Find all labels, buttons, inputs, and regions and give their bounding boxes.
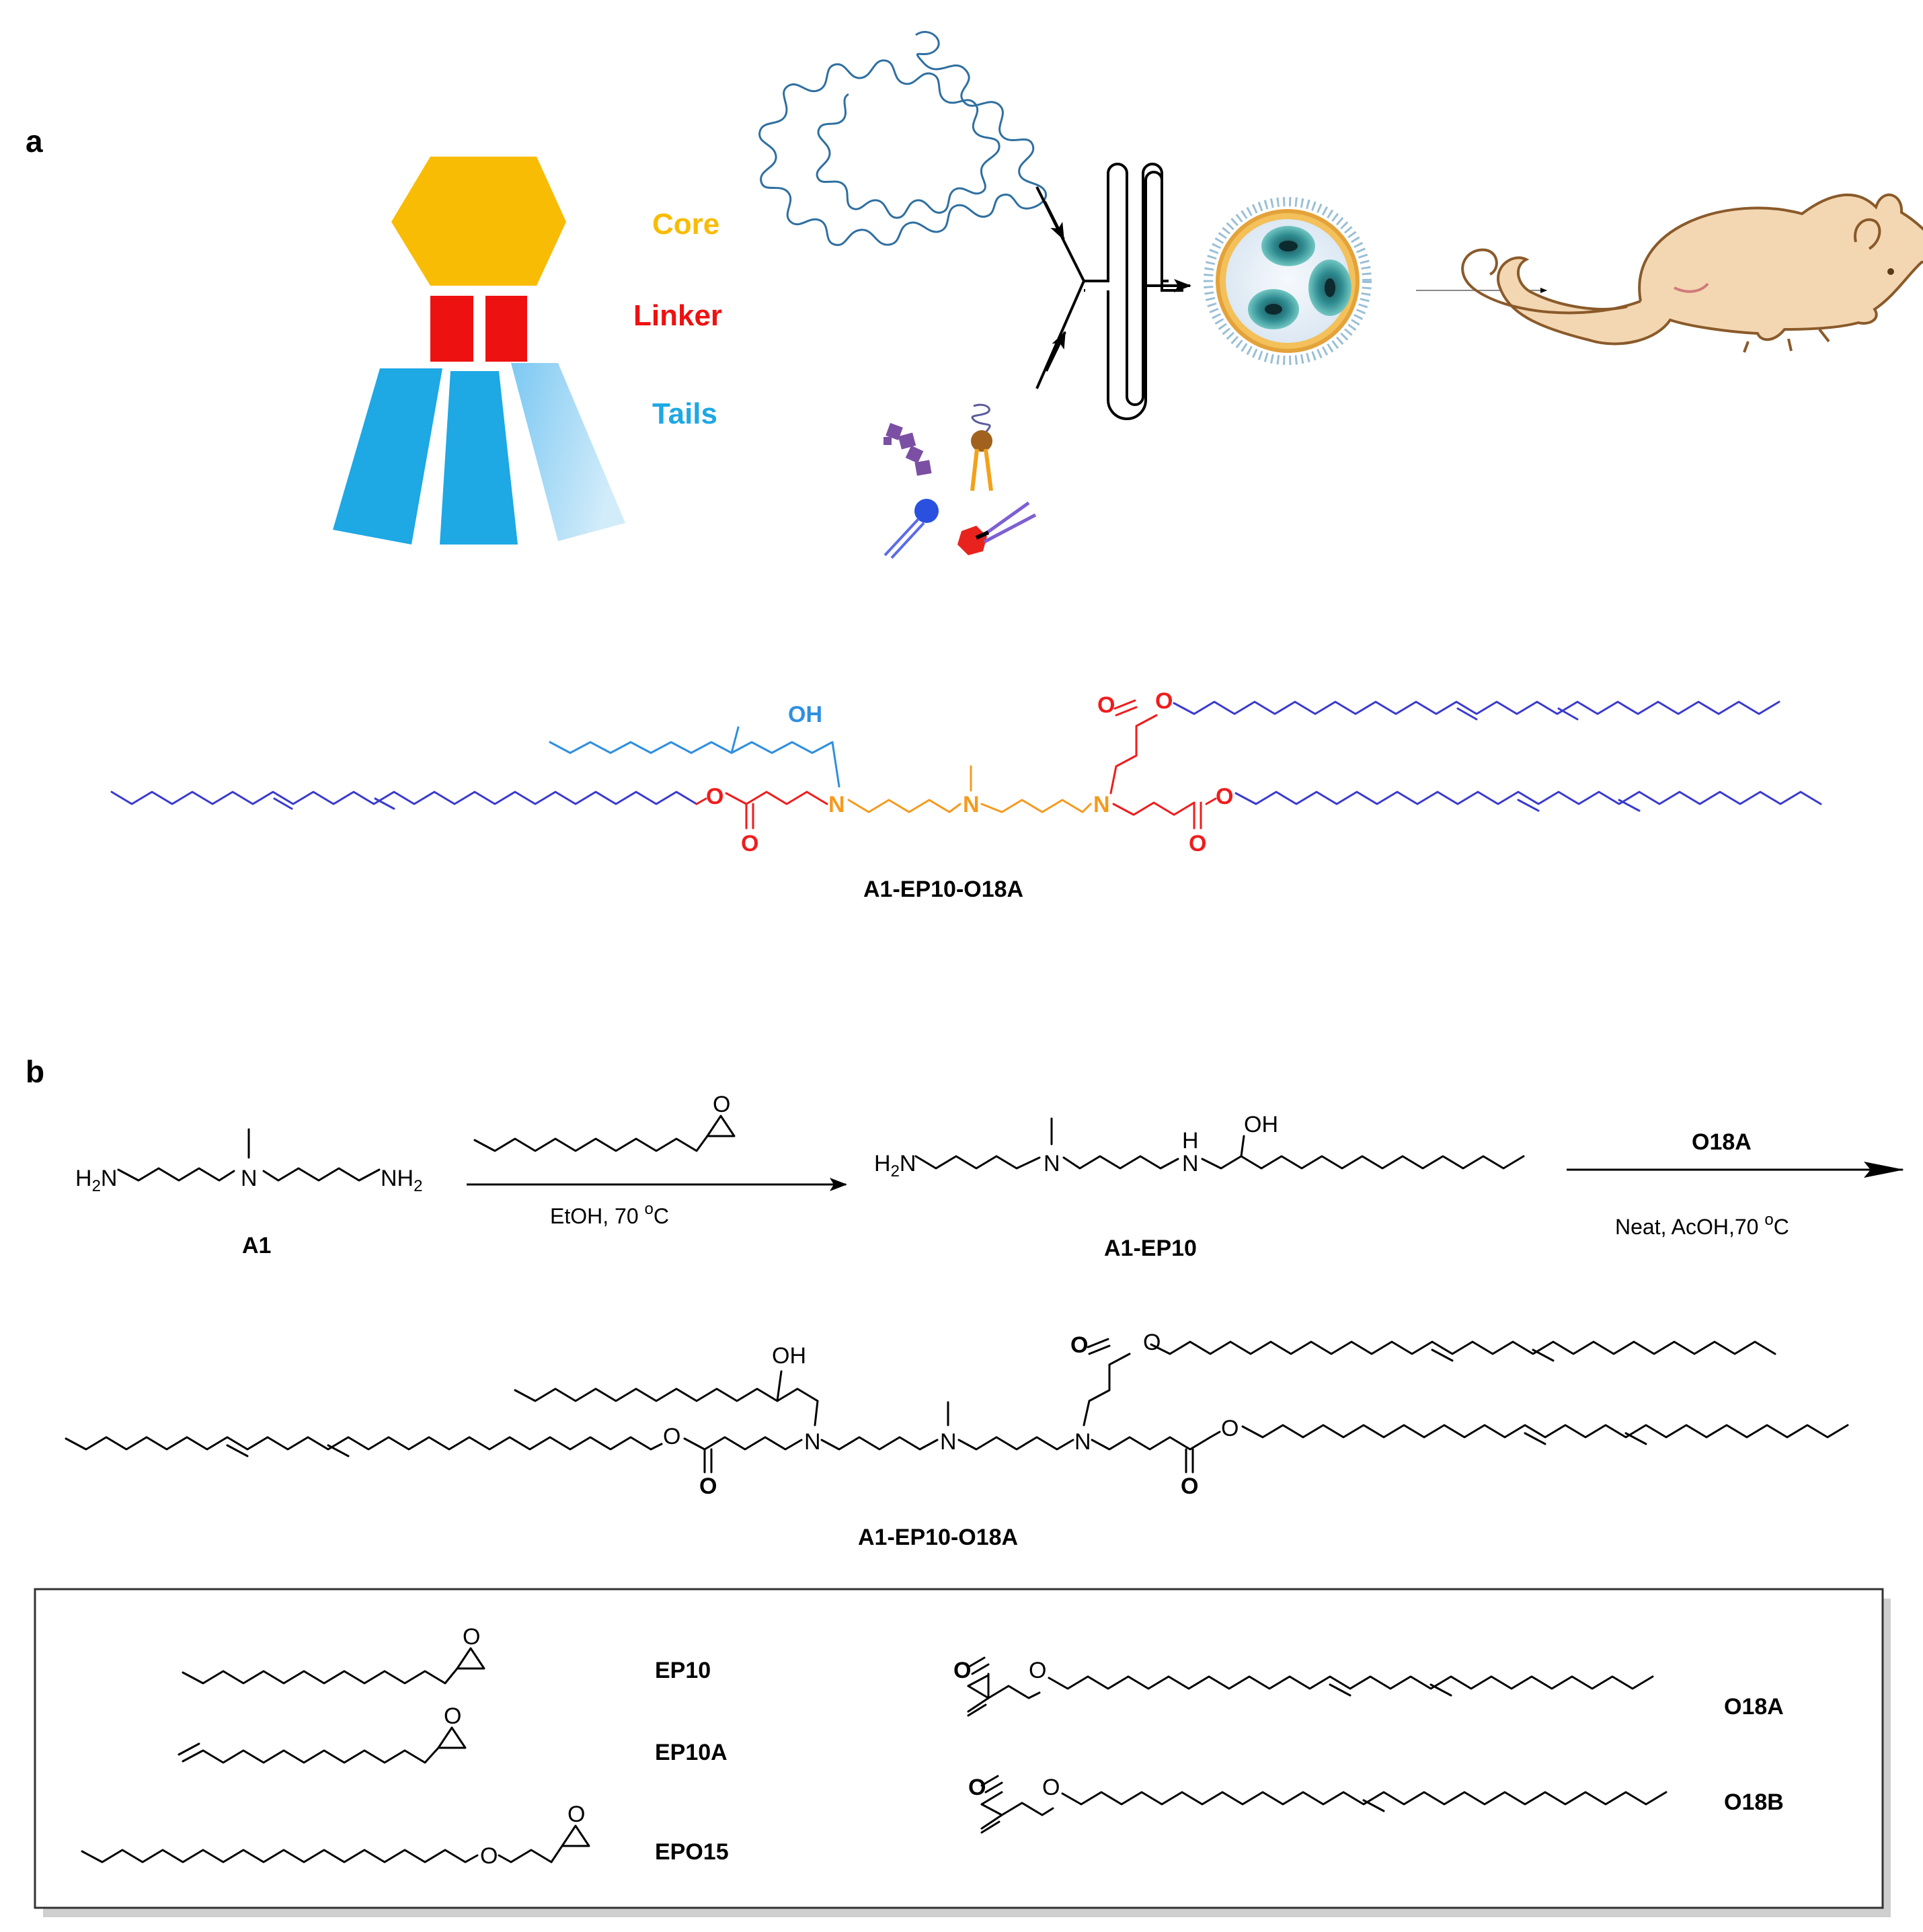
product-o-carbonyl-left: O bbox=[699, 1474, 717, 1499]
structure-a1: H2N N NH2 bbox=[75, 1128, 422, 1195]
reagent-ep10-structure: O bbox=[473, 1092, 736, 1152]
structure-a-atom-labels: OH N N N O O O O O O bbox=[706, 688, 1233, 856]
product-o-ester-right: O bbox=[1221, 1416, 1239, 1441]
tail-chain-right-upper bbox=[1173, 700, 1780, 715]
product-n-right: N bbox=[1074, 1429, 1091, 1455]
ep10-epoxide-o: O bbox=[463, 1624, 480, 1650]
epoxide-o: O bbox=[713, 1092, 730, 1117]
reagent-box bbox=[34, 1588, 1884, 1909]
tail-chain-right-lower bbox=[1234, 791, 1822, 805]
epo15-epoxide-o: O bbox=[567, 1802, 585, 1827]
reagent-ep10: O bbox=[182, 1624, 485, 1685]
core-hexagon bbox=[391, 157, 566, 286]
n-label-center: N bbox=[963, 792, 980, 817]
product-n-left: N bbox=[804, 1429, 821, 1455]
step1-conditions: EtOH, 70 oC bbox=[550, 1200, 669, 1228]
reagent-o18a: O O bbox=[953, 1656, 1654, 1717]
tail-left bbox=[333, 368, 442, 545]
cholesterol-icon bbox=[884, 423, 932, 476]
product-name: A1-EP10-O18A bbox=[858, 1525, 1018, 1550]
ionizable-lipid-icon bbox=[957, 501, 1037, 555]
product-n-center: N bbox=[940, 1429, 957, 1455]
legend-linker: Linker bbox=[633, 299, 722, 332]
structure-a-name: A1-EP10-O18A bbox=[863, 877, 1023, 902]
ep10a-epoxide-o: O bbox=[444, 1703, 461, 1729]
box-label-epo15: EPO15 bbox=[655, 1839, 729, 1865]
phospholipid-icon bbox=[884, 499, 939, 559]
int-n: N bbox=[1182, 1151, 1199, 1176]
reagent-epo15: O O bbox=[81, 1802, 590, 1869]
a1-n-center: N bbox=[241, 1166, 258, 1191]
step2-reagent: O18A bbox=[1692, 1129, 1752, 1155]
legend-core: Core bbox=[652, 208, 719, 241]
outlet-arrow bbox=[1144, 279, 1191, 399]
n-label-right: N bbox=[1093, 792, 1110, 817]
int-oh: OH bbox=[1244, 1112, 1278, 1137]
o18b-carbonyl-o: O bbox=[968, 1775, 986, 1800]
o18a-ester-o: O bbox=[1029, 1658, 1046, 1683]
o-label-carbonyl-left: O bbox=[741, 831, 758, 856]
panel-label-a: a bbox=[26, 124, 43, 159]
ep-tail-chain bbox=[549, 741, 840, 788]
mrna-strand-illustration bbox=[758, 31, 1048, 246]
int-h: H bbox=[1182, 1128, 1199, 1154]
reagent-o18b: O O bbox=[968, 1775, 1667, 1834]
inlet-arrow-top bbox=[1044, 201, 1065, 241]
structure-a1-ep10: H2N N H N OH bbox=[874, 1112, 1525, 1180]
int-h2n: H2N bbox=[874, 1151, 916, 1180]
int-n-methyl: N bbox=[1044, 1151, 1060, 1176]
oh-label: OH bbox=[788, 702, 822, 727]
structure-a1-ep10-o18a-colored bbox=[110, 699, 1822, 830]
o18b-ester-o: O bbox=[1042, 1775, 1060, 1800]
mouse-icon bbox=[1461, 193, 1923, 353]
linker-block-left bbox=[430, 296, 473, 362]
panel-label-b: b bbox=[26, 1054, 44, 1089]
a1-name: A1 bbox=[242, 1233, 271, 1258]
o-label-ester-upper: O bbox=[1155, 688, 1173, 714]
core-chain bbox=[847, 799, 961, 813]
box-label-ep10a: EP10A bbox=[655, 1740, 728, 1765]
o-label-carbonyl-upper: O bbox=[1097, 692, 1115, 718]
product-oh: OH bbox=[772, 1343, 806, 1369]
linker-block-right bbox=[485, 296, 527, 362]
tail-right bbox=[511, 363, 625, 541]
o-label-carbonyl-right: O bbox=[1189, 831, 1206, 856]
peg-lipid-icon bbox=[970, 403, 993, 491]
structure-product: OH N N N O O O O O O bbox=[65, 1330, 1849, 1499]
lipid-design-schematic bbox=[333, 157, 625, 545]
microfluidic-mixer bbox=[1035, 163, 1183, 420]
n-label-left: N bbox=[828, 792, 845, 817]
box-label-o18b: O18B bbox=[1724, 1789, 1784, 1815]
a1-nh2: NH2 bbox=[381, 1166, 422, 1195]
tail-middle bbox=[440, 371, 518, 545]
product-o-ester-left: O bbox=[663, 1424, 680, 1449]
box-label-o18a: O18A bbox=[1724, 1694, 1784, 1720]
tail-chain-left bbox=[110, 791, 698, 805]
lipid-nanoparticle-icon bbox=[1204, 197, 1372, 365]
step2-conditions: Neat, AcOH,70 oC bbox=[1615, 1211, 1789, 1239]
legend-tails: Tails bbox=[652, 397, 717, 430]
o18a-carbonyl-o: O bbox=[953, 1658, 971, 1683]
reagent-ep10a: O bbox=[178, 1703, 467, 1764]
epo15-ether-o: O bbox=[480, 1843, 498, 1869]
o-label-ester-left: O bbox=[706, 784, 723, 809]
a1-h2n: H2N bbox=[75, 1166, 117, 1195]
product-o-carbonyl-right: O bbox=[1181, 1474, 1198, 1499]
product-o-carbonyl-upper: O bbox=[1070, 1332, 1088, 1358]
a1-ep10-name: A1-EP10 bbox=[1104, 1236, 1197, 1261]
product-o-ester-upper: O bbox=[1143, 1330, 1161, 1355]
lipid-components-illustration bbox=[884, 403, 1037, 559]
box-label-ep10: EP10 bbox=[655, 1658, 711, 1683]
o-label-ester-right: O bbox=[1216, 784, 1233, 809]
inlet-arrow-bottom bbox=[1045, 331, 1066, 372]
